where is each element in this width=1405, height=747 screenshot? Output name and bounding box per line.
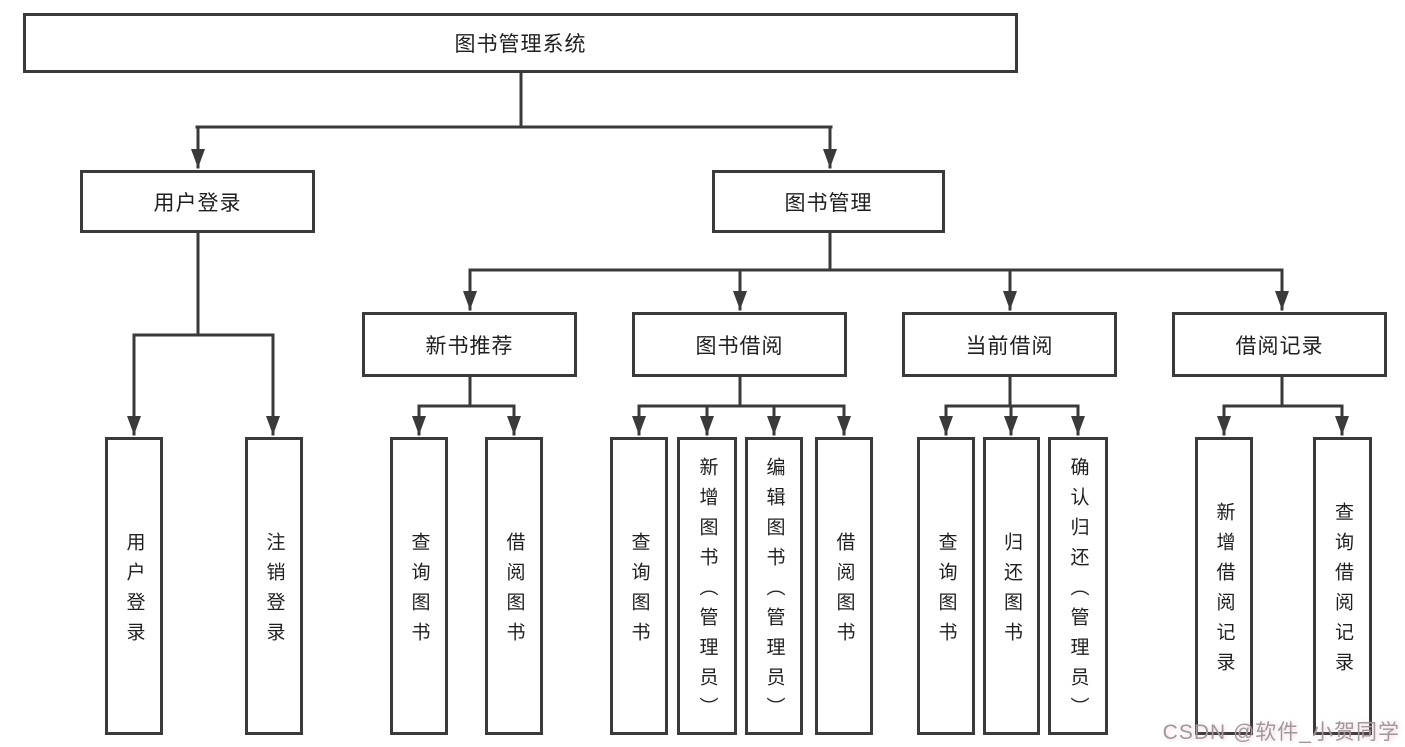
leaf-query-borrow-record-label: 查询借阅记录 [1332, 501, 1353, 682]
leaf-borrow-books-borrow: 借阅图书 [815, 437, 873, 735]
leaf-return-book-label: 归还图书 [1001, 531, 1022, 652]
node-book-management-label: 图书管理 [784, 191, 873, 215]
leaf-query-borrow-record: 查询借阅记录 [1313, 437, 1372, 735]
node-user-login-group: 用户登录 [80, 170, 315, 233]
leaf-add-book-admin-label: 新增图书（管理员） [696, 456, 718, 727]
node-current-borrow: 当前借阅 [902, 312, 1117, 377]
leaf-confirm-return-admin: 确认归还（管理员） [1048, 437, 1108, 735]
leaf-query-books-recommend-label: 查询图书 [408, 531, 430, 652]
leaf-borrow-books-recommend: 借阅图书 [485, 437, 543, 735]
leaf-edit-book-admin-label: 编辑图书（管理员） [763, 456, 785, 727]
leaf-add-borrow-record: 新增借阅记录 [1195, 437, 1253, 735]
node-new-book-recommend: 新书推荐 [362, 312, 577, 377]
leaf-borrow-books-recommend-label: 借阅图书 [503, 531, 525, 652]
node-current-borrow-label: 当前借阅 [965, 334, 1054, 358]
leaf-query-books-current-label: 查询图书 [935, 531, 957, 652]
leaf-edit-book-admin: 编辑图书（管理员） [745, 437, 803, 735]
node-root-label: 图书管理系统 [454, 33, 587, 56]
leaf-query-books-current: 查询图书 [917, 437, 975, 735]
leaf-confirm-return-admin-label: 确认归还（管理员） [1067, 456, 1089, 727]
leaf-user-login-label: 用户登录 [123, 531, 145, 652]
node-borrow-records: 借阅记录 [1172, 312, 1387, 377]
node-book-borrow-label: 图书借阅 [695, 334, 784, 358]
leaf-query-books-borrow: 查询图书 [610, 437, 668, 735]
node-root: 图书管理系统 [23, 13, 1018, 73]
leaf-logout-label: 注销登录 [263, 531, 285, 652]
node-book-borrow: 图书借阅 [632, 312, 847, 377]
node-user-login-group-label: 用户登录 [153, 191, 242, 215]
leaf-user-login: 用户登录 [105, 437, 163, 735]
node-new-book-recommend-label: 新书推荐 [425, 334, 514, 358]
leaf-query-books-borrow-label: 查询图书 [628, 531, 650, 652]
leaf-logout: 注销登录 [245, 437, 303, 735]
leaf-add-book-admin: 新增图书（管理员） [677, 437, 737, 735]
csdn-watermark: CSDN @软件_小贺同学 [1162, 721, 1400, 744]
leaf-add-borrow-record-label: 新增借阅记录 [1213, 501, 1235, 682]
node-book-management: 图书管理 [712, 170, 945, 233]
leaf-query-books-recommend: 查询图书 [390, 437, 448, 735]
node-borrow-records-label: 借阅记录 [1235, 334, 1324, 358]
leaf-borrow-books-borrow-label: 借阅图书 [833, 531, 855, 652]
leaf-return-book: 归还图书 [983, 437, 1040, 735]
